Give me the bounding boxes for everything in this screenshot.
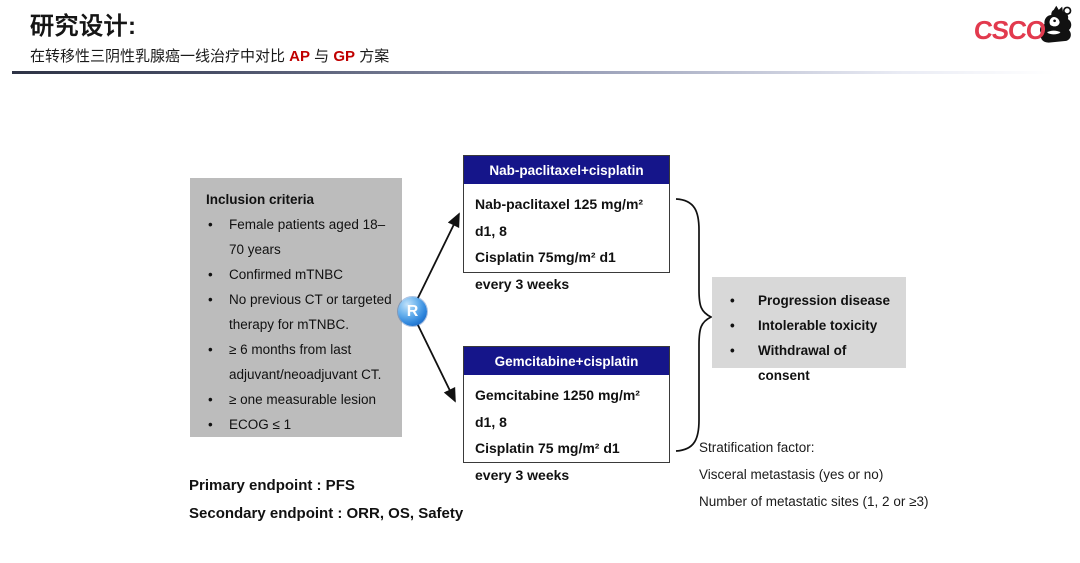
ap-schedule-line: every 3 weeks [475,275,570,292]
arrow-to-gp-arm [414,318,456,403]
subtitle-prefix: 在转移性三阴性乳腺癌一线治疗中对比 [30,48,290,65]
csco-logo: CSCO [972,4,1074,56]
stratification-block: Stratification factor: Visceral metastas… [699,434,929,515]
discontinuation-item: Withdrawal of consent [728,338,900,388]
page-title: 研究设计: [30,13,137,40]
subtitle-mid: 与 [310,48,334,65]
ap-dose-line: Cisplatin 75mg/m² d1 [475,249,616,265]
ap-dose-line: Nab-paclitaxel 125 mg/m² d1, 8 [475,196,644,239]
discontinuation-criteria-box: Progression disease Intolerable toxicity… [712,277,906,383]
randomization-badge: R [398,297,427,326]
inclusion-criteria-box: Inclusion criteria Female patients aged … [190,178,402,437]
gp-dose-line: Gemcitabine 1250 mg/m² d1, 8 [475,387,640,430]
stratification-title: Stratification factor: [699,440,815,455]
subtitle-ap-label: AP [289,48,311,65]
curly-brace [675,198,713,452]
inclusion-item: Confirmed mTNBC [206,262,394,287]
gp-arm-body: Gemcitabine 1250 mg/m² d1, 8 Cisplatin 7… [464,377,669,488]
arrow-to-ap-arm [414,212,460,305]
ap-arm-box: Nab-paclitaxel+cisplatin Nab-paclitaxel … [463,155,670,292]
discontinuation-item: Progression disease [728,288,900,313]
secondary-endpoint: Secondary endpoint : ORR, OS, Safety [189,505,464,522]
primary-endpoint: Primary endpoint : PFS [189,477,355,494]
inclusion-item: ECOG ≤ 1 [206,412,394,437]
inclusion-item: ≥ 6 months from last adjuvant/neoadjuvan… [206,337,394,387]
inclusion-item: Female patients aged 18–70 years [206,212,394,262]
ap-arm-header: Nab-paclitaxel+cisplatin [464,156,669,186]
inclusion-title: Inclusion criteria [206,192,315,207]
inclusion-item: No previous CT or targeted therapy for m… [206,287,394,337]
discontinuation-item: Intolerable toxicity [728,313,900,338]
gp-schedule-line: every 3 weeks [475,466,570,483]
subtitle-suffix: 方案 [355,48,390,65]
stratification-factor: Number of metastatic sites (1, 2 or ≥3) [699,494,929,509]
header-divider [12,71,1055,74]
gp-arm-header: Gemcitabine+cisplatin [464,347,669,377]
subtitle-gp-label: GP [333,48,356,65]
ap-arm-body: Nab-paclitaxel 125 mg/m² d1, 8 Cisplatin… [464,186,669,297]
inclusion-item: ≥ one measurable lesion [206,387,394,412]
gp-dose-line: Cisplatin 75 mg/m² d1 [475,440,620,456]
stratification-factor: Visceral metastasis (yes or no) [699,467,884,482]
csco-logo-text: CSCO [972,14,1047,45]
csco-dragon-icon [1040,5,1072,43]
gp-arm-box: Gemcitabine+cisplatin Gemcitabine 1250 m… [463,346,670,483]
endpoints-block: Primary endpoint : PFS Secondary endpoin… [189,472,463,528]
randomization-label: R [406,302,419,320]
page-subtitle: 在转移性三阴性乳腺癌一线治疗中对比 AP 与 GP 方案 [30,45,389,66]
